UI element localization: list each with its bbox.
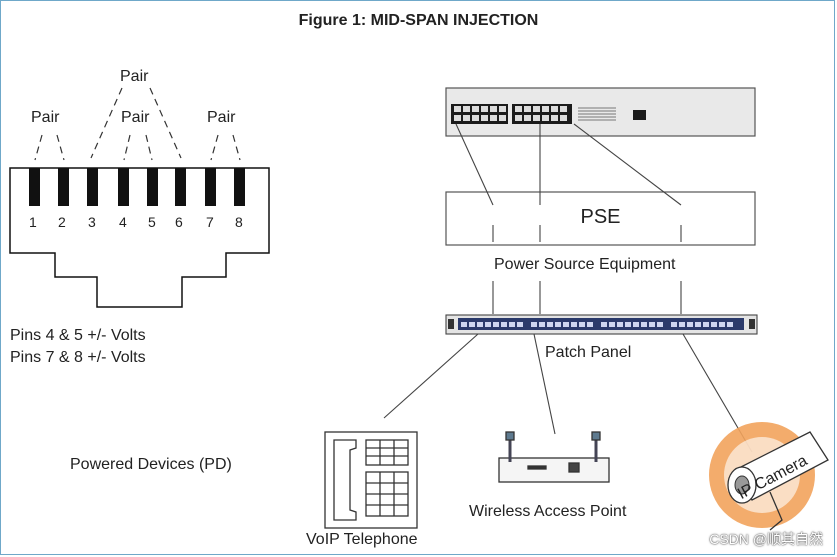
pin-label-3: 3 (88, 214, 96, 230)
patch-panel-caption: Patch Panel (545, 344, 632, 361)
figure-title: Figure 1: MID-SPAN INJECTION (298, 12, 539, 29)
pins-note-7-8: Pins 7 & 8 +/- Volts (10, 349, 146, 366)
pse-label: PSE (580, 206, 621, 228)
rj45-pins (29, 168, 245, 206)
pse-caption: Power Source Equipment (494, 256, 676, 273)
watermark: CSDN @顺其自然 (709, 531, 823, 547)
pin-contact-8 (234, 168, 245, 206)
pin-label-2: 2 (58, 214, 66, 230)
pins-note-4-5: Pins 4 & 5 +/- Volts (10, 327, 146, 344)
pin-label-7: 7 (206, 214, 214, 230)
pin-contact-2 (58, 168, 69, 206)
pin-label-1: 1 (29, 214, 37, 230)
wap-illustration (498, 431, 610, 483)
pair-dashed-lines (34, 87, 241, 161)
pin-label-6: 6 (175, 214, 183, 230)
pin-contact-5 (147, 168, 158, 206)
patch-panel (445, 314, 758, 335)
pse-box (445, 191, 756, 246)
pin-contact-1 (29, 168, 40, 206)
pair-label-7-8: Pair (207, 109, 236, 126)
rj45-connector (9, 167, 270, 308)
voip-phone-label: VoIP Telephone (306, 531, 418, 548)
pair-label-3-6: Pair (120, 68, 149, 85)
powered-devices-label: Powered Devices (PD) (70, 456, 232, 473)
pin-contact-4 (118, 168, 129, 206)
pair-label-1-2: Pair (31, 109, 60, 126)
pin-contact-6 (175, 168, 186, 206)
pin-label-8: 8 (235, 214, 243, 230)
ip-camera-illustration (709, 422, 829, 531)
voip-phone-illustration (324, 431, 418, 529)
wap-label: Wireless Access Point (469, 503, 627, 520)
switch-cables (455, 123, 682, 314)
pin-contact-3 (87, 168, 98, 206)
pin-label-4: 4 (119, 214, 127, 230)
pin-label-5: 5 (148, 214, 156, 230)
pair-label-4-5: Pair (121, 109, 150, 126)
pin-contact-7 (205, 168, 216, 206)
network-switch (445, 87, 756, 137)
